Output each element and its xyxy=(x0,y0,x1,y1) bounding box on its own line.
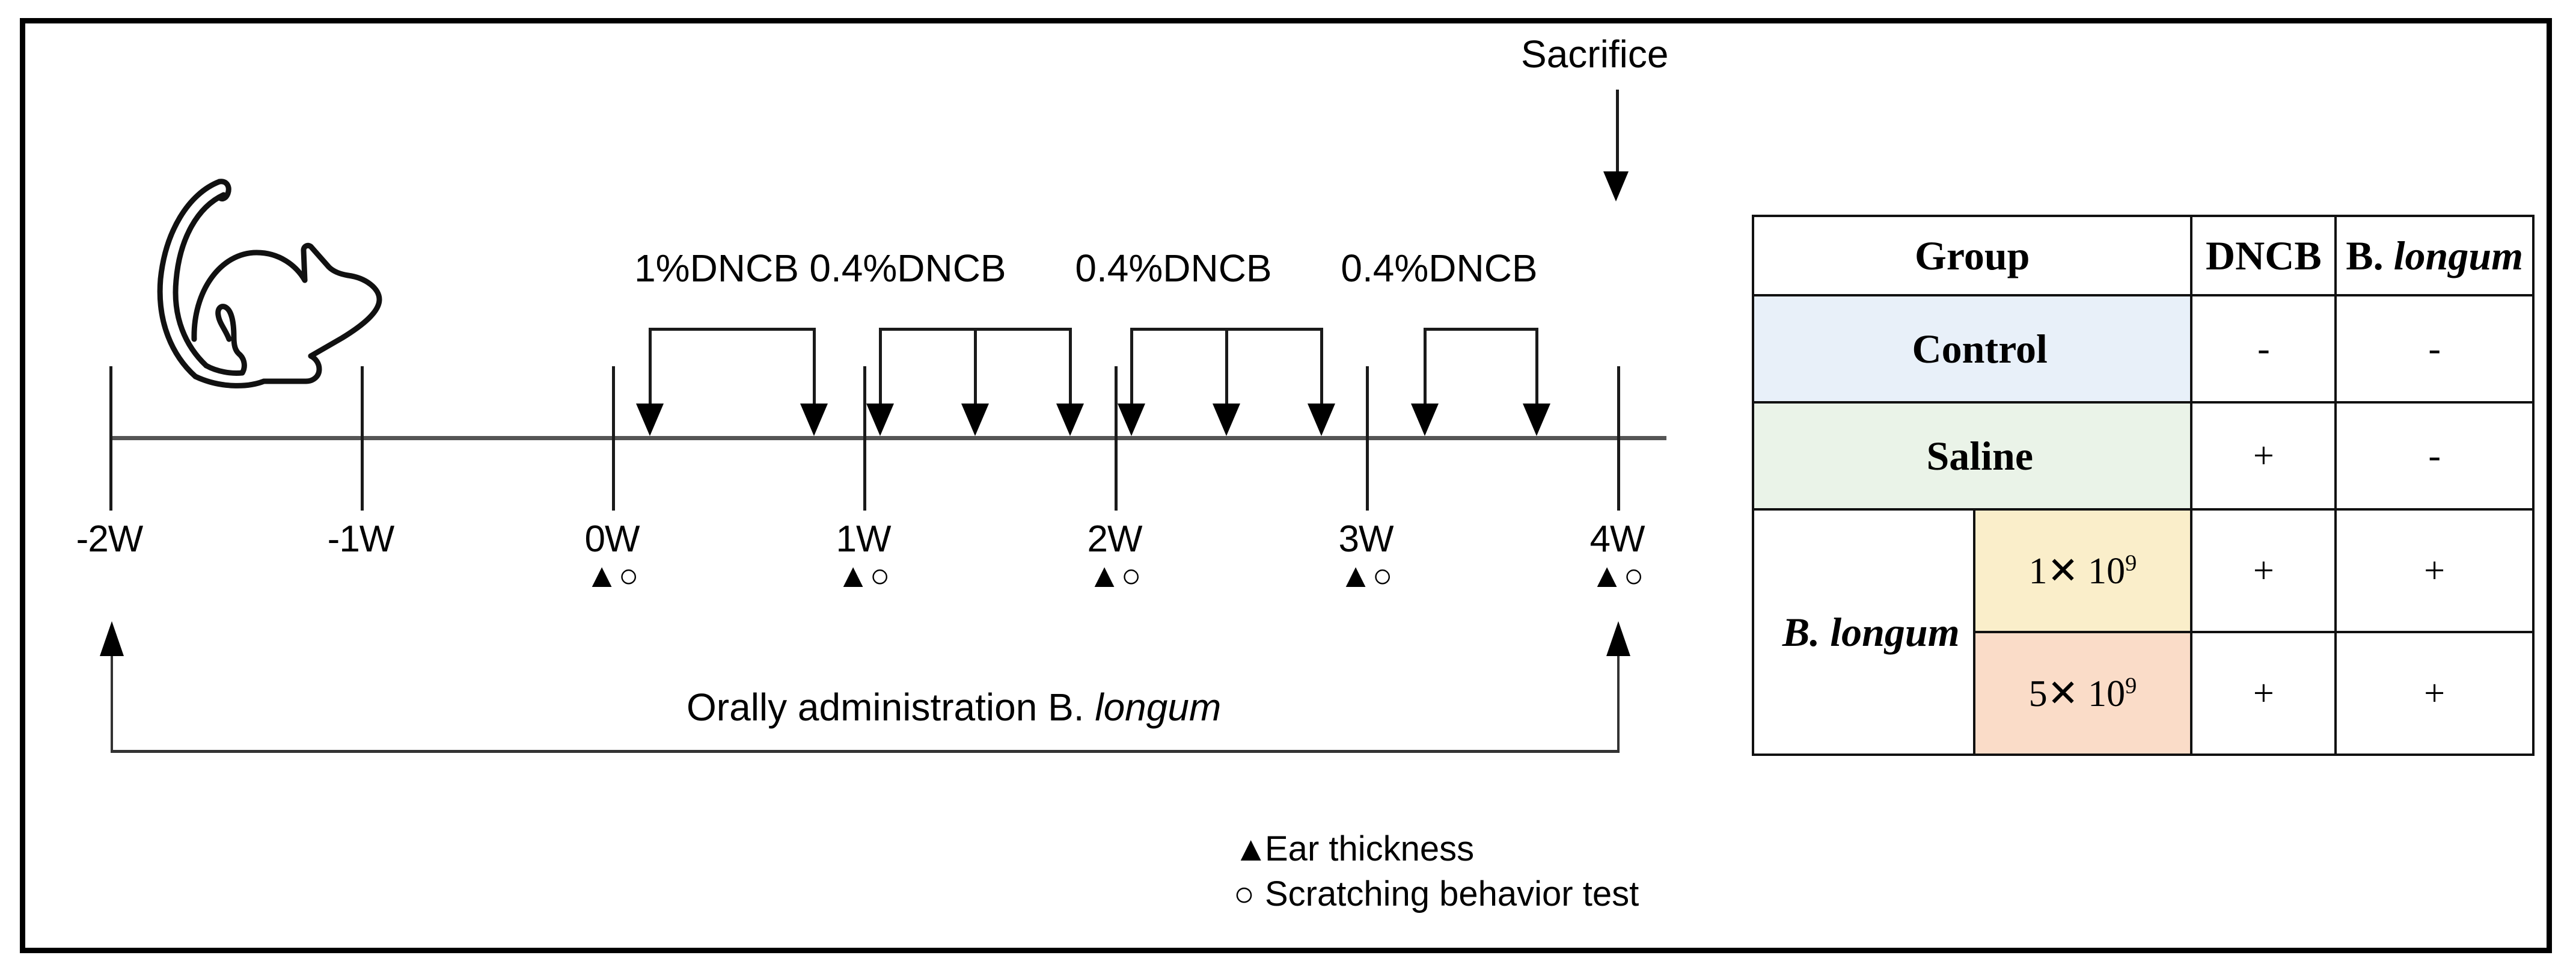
group-table: Group DNCB B. longum Control - - Saline … xyxy=(1751,215,2535,756)
legend-item-ear-thickness: ▲Ear thickness xyxy=(1234,826,1639,871)
oral-bracket-base xyxy=(111,750,1620,753)
table-header-row: Group DNCB B. longum xyxy=(1751,215,2535,296)
header-blongum: B. longum xyxy=(2334,215,2535,296)
cell-saline-dncb: + xyxy=(2190,401,2337,511)
cell-dose1-dncb: + xyxy=(2190,508,2337,633)
legend-item-scratching-test: ○Scratching behavior test xyxy=(1234,871,1639,916)
dose-5e9-base: 5✕ 10 xyxy=(2028,674,2126,714)
table-row-blongum-dose1: B. longum 1✕ 109 + + xyxy=(1752,508,2535,756)
circle-icon: ○ xyxy=(1234,874,1255,914)
header-group: Group xyxy=(1751,215,2193,296)
cell-dose5-blongum: + xyxy=(2334,631,2535,756)
tick-1W xyxy=(863,366,866,511)
dose-1e9-exponent: 9 xyxy=(2125,550,2137,576)
tick-2W xyxy=(1115,366,1118,511)
legend-label-scratching-test: Scratching behavior test xyxy=(1265,874,1639,914)
triangle-icon: ▲ xyxy=(1234,829,1268,868)
measure-markers-3W: ▲○ xyxy=(1339,556,1393,594)
cell-dose-5e9: 5✕ 109 xyxy=(1972,631,2193,756)
timeline-axis xyxy=(109,436,1666,440)
week-label-0W: 0W xyxy=(584,518,640,560)
tick-3W xyxy=(1366,366,1369,511)
header-dncb: DNCB xyxy=(2190,215,2337,296)
header-blongum-prefix: B. xyxy=(2346,232,2394,278)
measure-markers-2W: ▲○ xyxy=(1088,556,1142,594)
table-row-control: Control - - xyxy=(1751,294,2535,404)
oral-arrow-head-left xyxy=(100,621,124,656)
tick-4W xyxy=(1617,366,1620,511)
mouse-illustration-icon xyxy=(130,165,389,417)
week-label-1W: 1W xyxy=(836,518,892,560)
dose-5e9-exponent: 9 xyxy=(2125,673,2137,699)
week-label-3W: 3W xyxy=(1338,518,1394,560)
treatment-bracket-1 xyxy=(649,328,815,331)
cell-dose-1e9: 1✕ 109 xyxy=(1972,508,2193,633)
measure-markers-1W: ▲○ xyxy=(836,556,890,594)
treatment-label-04pct-dncb-b: 0.4%DNCB xyxy=(1075,247,1272,290)
oral-arrow-head-right xyxy=(1606,621,1630,656)
treatment-label-04pct-dncb-c: 0.4%DNCB xyxy=(1341,247,1538,290)
legend-label-ear-thickness: Ear thickness xyxy=(1265,829,1475,868)
oral-bracket-right-leg xyxy=(1617,654,1620,751)
oral-bracket-left-leg xyxy=(111,654,113,751)
oral-label-prefix: Orally administration B. xyxy=(687,686,1095,729)
cell-saline-blongum: - xyxy=(2334,401,2535,511)
oral-administration-label: Orally administration B. longum xyxy=(687,685,1221,729)
treatment-label-1pct-dncb: 1%DNCB xyxy=(634,247,799,290)
week-label--1W: -1W xyxy=(327,518,395,560)
sacrifice-label: Sacrifice xyxy=(1521,32,1669,76)
row-label-control: Control xyxy=(1751,294,2193,404)
tick-0W xyxy=(612,366,615,511)
timeline-panel: -2W -1W 0W 1W 2W 3W 4W ▲○ ▲○ ▲○ ▲○ ▲○ 1%… xyxy=(25,23,1727,959)
week-label-2W: 2W xyxy=(1087,518,1143,560)
figure-frame: -2W -1W 0W 1W 2W 3W 4W ▲○ ▲○ ▲○ ▲○ ▲○ 1%… xyxy=(20,18,2552,953)
table-row-saline: Saline + - xyxy=(1751,401,2535,511)
week-label-4W: 4W xyxy=(1589,518,1645,560)
row-label-blongum-text: B. longum xyxy=(1782,609,1960,655)
row-label-saline: Saline xyxy=(1751,401,2193,511)
cell-dose5-dncb: + xyxy=(2190,631,2337,756)
treatment-bracket-4 xyxy=(1424,328,1538,331)
week-label--2W: -2W xyxy=(76,518,144,560)
header-blongum-italic: longum xyxy=(2393,232,2524,278)
tick--2W xyxy=(109,366,112,511)
cell-dose1-blongum: + xyxy=(2334,508,2535,633)
tick--1W xyxy=(361,366,364,511)
cell-control-blongum: - xyxy=(2334,294,2535,404)
oral-label-italic: longum xyxy=(1095,686,1222,729)
cell-control-dncb: - xyxy=(2190,294,2337,404)
measure-markers-4W: ▲○ xyxy=(1590,556,1644,594)
measure-markers-0W: ▲○ xyxy=(585,556,639,594)
row-label-blongum: B. longum xyxy=(1752,508,1975,756)
legend: ▲Ear thickness ○Scratching behavior test xyxy=(1234,826,1639,917)
treatment-label-04pct-dncb-a: 0.4%DNCB xyxy=(809,247,1006,290)
dose-1e9-base: 1✕ 10 xyxy=(2028,551,2126,592)
table-row-blongum-dose5: 5✕ 109 + + xyxy=(1753,631,2535,756)
